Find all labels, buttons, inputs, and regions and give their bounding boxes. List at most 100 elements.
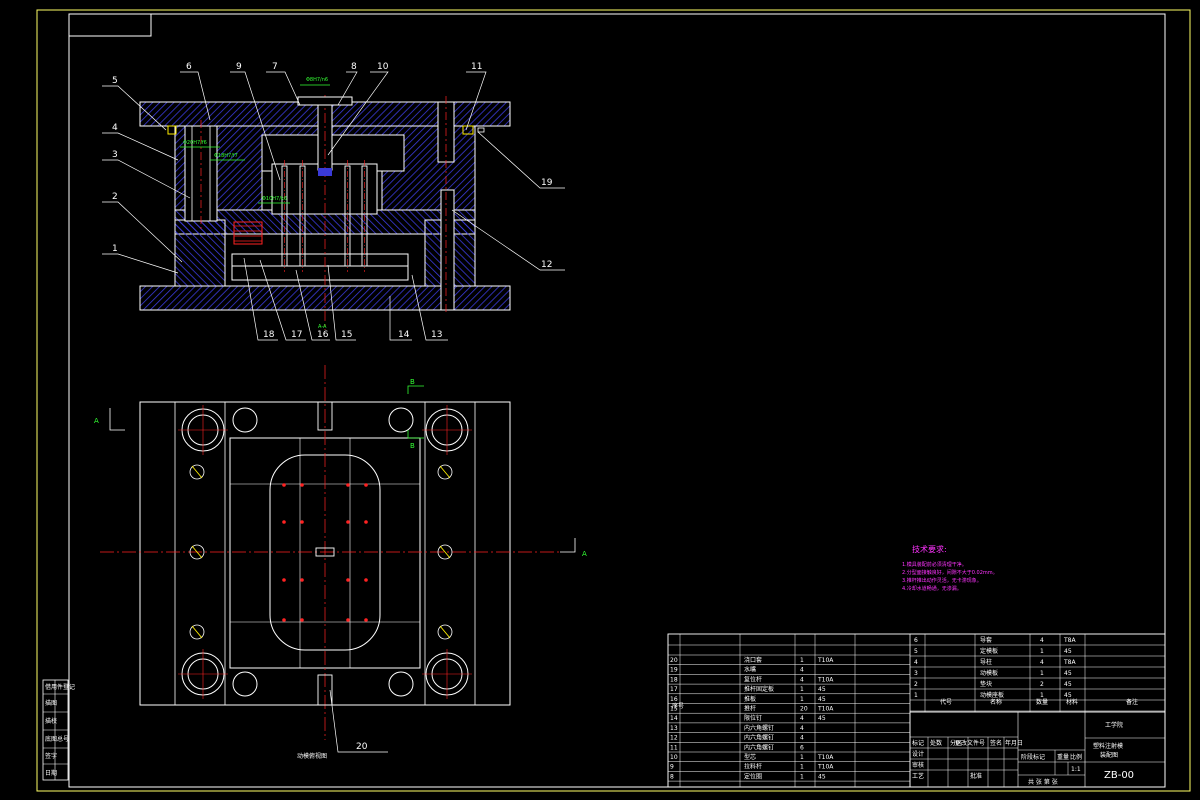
bom-row-material: T10A bbox=[817, 657, 834, 664]
bom-row-no: 8 bbox=[670, 773, 674, 780]
bom-row-no: 12 bbox=[670, 735, 678, 742]
bom-right-row-material: 45 bbox=[1064, 692, 1072, 699]
bom-row-material: T10A bbox=[817, 754, 834, 761]
tb-drawing-subtitle: 装配图 bbox=[1100, 751, 1118, 759]
bom-right-row-qty: 4 bbox=[1040, 637, 1044, 644]
bom-row-qty: 1 bbox=[800, 696, 804, 703]
tb-row-label-0: 标记 bbox=[912, 739, 924, 747]
bom-row-material: 45 bbox=[818, 715, 826, 722]
tb-row-label-4: 签名 bbox=[990, 739, 1002, 747]
tb-role-approve: 批准 bbox=[970, 772, 982, 780]
part-label-20: 20 bbox=[356, 742, 368, 752]
bom-row-qty: 4 bbox=[800, 735, 804, 742]
part-label-5: 5 bbox=[112, 76, 118, 86]
tech-req-item-1: 1.模具装配前必须清理干净。 bbox=[902, 561, 967, 568]
bom-row-no: 20 bbox=[670, 657, 678, 664]
dim-text-1: Φ20H7/f6 bbox=[183, 140, 207, 146]
bom-row-no: 14 bbox=[670, 715, 678, 722]
bom-row-material: T10A bbox=[817, 676, 834, 683]
section-marker: A-A bbox=[318, 324, 327, 330]
bom-row-no: 19 bbox=[670, 667, 678, 674]
bom-row-material: 45 bbox=[818, 686, 826, 693]
tech-req-title: 技术要求: bbox=[912, 544, 947, 554]
tech-req-item-3: 3.推杆推出动作灵活，无卡滞现象。 bbox=[902, 577, 982, 584]
part-label-3: 3 bbox=[112, 150, 118, 160]
bom-row-material: T10A bbox=[817, 764, 834, 771]
bom-row-qty: 4 bbox=[800, 715, 804, 722]
bom-row-qty: 1 bbox=[800, 773, 804, 780]
bom-row-material: T10A bbox=[817, 706, 834, 713]
bom-right-row-name: 动模座板 bbox=[980, 691, 1004, 699]
bom-row-name: 内六角螺钉 bbox=[744, 734, 774, 742]
tb-company: 工学院 bbox=[1105, 721, 1123, 729]
bom-row-no: 11 bbox=[670, 744, 678, 751]
part-label-11: 11 bbox=[471, 62, 482, 72]
sheet-frame bbox=[36, 9, 1191, 792]
tb-row-label-3: 更改文件号 bbox=[955, 739, 985, 747]
bom-right-row-material: T8A bbox=[1063, 637, 1076, 644]
side-strip-5: 日期 bbox=[45, 769, 57, 777]
bom-row-material: 45 bbox=[818, 696, 826, 703]
tb-role-review: 审核 bbox=[912, 761, 924, 769]
part-label-2: 2 bbox=[112, 192, 118, 202]
title-block: 标记 处数 分区 更改文件号 签名 年月日 设计 审核 工艺 批准 阶段标记 重… bbox=[909, 711, 1166, 788]
bom-right-row-no: 3 bbox=[914, 670, 918, 677]
bom-right-row-no: 1 bbox=[914, 692, 918, 699]
bom-right-row-qty: 2 bbox=[1040, 681, 1044, 688]
bom-row-name: 型芯 bbox=[744, 753, 756, 761]
side-strip-2: 描校 bbox=[45, 717, 57, 725]
bom-row-qty: 1 bbox=[800, 657, 804, 664]
part-label-4: 4 bbox=[112, 123, 118, 133]
bom-row-name: 推板 bbox=[744, 695, 756, 703]
bom-right-row-qty: 1 bbox=[1040, 692, 1044, 699]
bom-row-no: 10 bbox=[670, 754, 678, 761]
plan-view: A A B B 20 动模俯视图 bbox=[94, 365, 587, 760]
part-label-9: 9 bbox=[236, 62, 242, 72]
bom-header-qty: 数量 bbox=[1036, 698, 1048, 706]
part-label-14: 14 bbox=[398, 330, 410, 340]
side-strip-0: 借用件登记 bbox=[45, 683, 75, 691]
bom-row-qty: 4 bbox=[800, 725, 804, 732]
bom-row-no: 13 bbox=[670, 725, 678, 732]
tb-drawing-no: ZB-00 bbox=[1104, 770, 1134, 781]
dim-text-3: Φ10H7/k6 bbox=[262, 196, 287, 202]
part-label-16: 16 bbox=[317, 330, 329, 340]
tb-stage-2: 比例 bbox=[1070, 753, 1082, 761]
tb-row-label-1: 处数 bbox=[930, 739, 942, 747]
bom-row-qty: 6 bbox=[800, 744, 804, 751]
bom-row-name: 推杆 bbox=[744, 705, 756, 713]
bom-row-name: 内六角螺钉 bbox=[744, 724, 774, 732]
bom-row-name: 定位圈 bbox=[744, 772, 762, 780]
bom-header-name: 名称 bbox=[990, 698, 1002, 706]
tb-stage-0: 阶段标记 bbox=[1021, 753, 1045, 761]
bom-right-row-name: 定模板 bbox=[980, 647, 998, 655]
bom-row-qty: 1 bbox=[800, 686, 804, 693]
bom-header-note: 备注 bbox=[1126, 698, 1138, 706]
tb-role-process: 工艺 bbox=[912, 772, 924, 780]
bom-right-row-name: 垫块 bbox=[980, 680, 992, 688]
bom-right-row-no: 2 bbox=[914, 681, 918, 688]
side-strip-4: 签字 bbox=[45, 752, 57, 760]
bom-row-name: 浇口套 bbox=[744, 656, 762, 664]
bom-row-qty: 4 bbox=[800, 667, 804, 674]
bom-row-name: 拉料杆 bbox=[744, 763, 762, 771]
tb-sheet: 共 张 第 张 bbox=[1028, 778, 1058, 786]
bom-right-row-material: T8A bbox=[1063, 659, 1076, 666]
plan-view-caption: 动模俯视图 bbox=[297, 752, 327, 760]
section-view: Φ8H7/n6 Φ20H7/f6 Φ18H7/f7 Φ10H7/k6 A-A bbox=[102, 62, 565, 341]
bom-row-material: 45 bbox=[818, 773, 826, 780]
section-mark-a-left: A bbox=[94, 417, 99, 425]
tb-role-design: 设计 bbox=[912, 750, 924, 758]
bom-right-row-qty: 1 bbox=[1040, 648, 1044, 655]
dim-text-0: Φ8H7/n6 bbox=[306, 77, 328, 83]
side-strip-3: 底图总号 bbox=[45, 735, 69, 743]
bom-right-row-no: 4 bbox=[914, 659, 918, 666]
bom-right-row-qty: 4 bbox=[1040, 659, 1044, 666]
part-label-1: 1 bbox=[112, 244, 118, 254]
bom-right-row-name: 导柱 bbox=[980, 658, 992, 666]
bom-row-no: 15 bbox=[670, 706, 678, 713]
bom-row-name: 复位杆 bbox=[744, 675, 762, 683]
tb-drawing-title: 塑料注射模 bbox=[1093, 742, 1123, 750]
